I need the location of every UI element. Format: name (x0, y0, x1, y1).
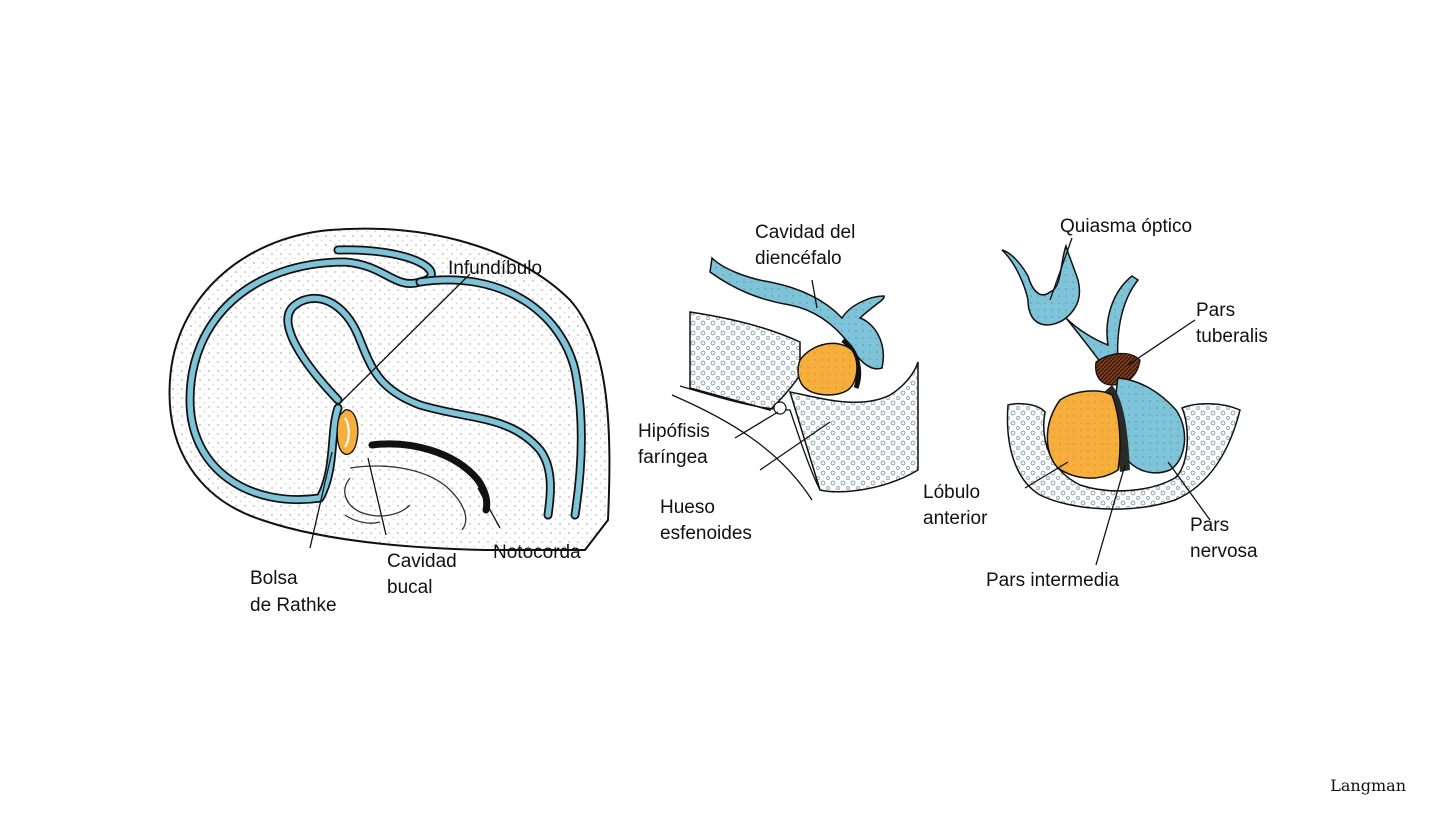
label-bolsa-line1: Bolsa (250, 568, 298, 589)
label-pars-intermedia: Pars intermedia (986, 570, 1119, 591)
image-credit: Langman (1330, 776, 1406, 795)
anterior-lobe-stage2 (798, 343, 857, 395)
label-quiasma-optico: Quiasma óptico (1060, 216, 1192, 237)
panel-middle-stage: Cavidad del diencéfalo Hipófisis farínge… (638, 222, 918, 544)
label-hipofisis-line1: Hipófisis (638, 421, 710, 442)
label-hueso-line1: Hueso (660, 497, 715, 518)
label-bolsa-line2: de Rathke (250, 595, 337, 616)
sphenoid-bone (690, 312, 800, 410)
label-pars-nervosa-line2: nervosa (1190, 541, 1258, 562)
label-diencefalo-line1: Cavidad del (755, 222, 855, 243)
label-diencefalo-line2: diencéfalo (755, 248, 842, 269)
label-pars-nervosa-line1: Pars (1190, 515, 1229, 536)
optic-chiasm-region (1002, 246, 1080, 325)
label-lobulo-line2: anterior (923, 508, 988, 529)
label-cavidad-bucal-line1: Cavidad (387, 551, 457, 572)
panel-embryo-head: Infundíbulo Bolsa de Rathke Cavidad buca… (170, 229, 610, 616)
pharyngeal-hypophysis (774, 402, 786, 414)
label-pars-tuberalis-line1: Pars (1196, 300, 1235, 321)
rathke-pouch (337, 410, 358, 455)
label-cavidad-bucal-line2: bucal (387, 577, 432, 598)
label-hueso-line2: esfenoides (660, 523, 752, 544)
panel-mature-pituitary: Quiasma óptico Pars tuberalis Lóbulo ant… (923, 216, 1268, 591)
anterior-lobe-stage3 (1047, 391, 1120, 478)
label-pars-tuberalis-line2: tuberalis (1196, 326, 1268, 347)
label-infundibulo: Infundíbulo (448, 258, 542, 279)
label-hipofisis-line2: faríngea (638, 447, 708, 468)
label-lobulo-line1: Lóbulo (923, 482, 980, 503)
label-notocorda: Notocorda (493, 542, 581, 563)
